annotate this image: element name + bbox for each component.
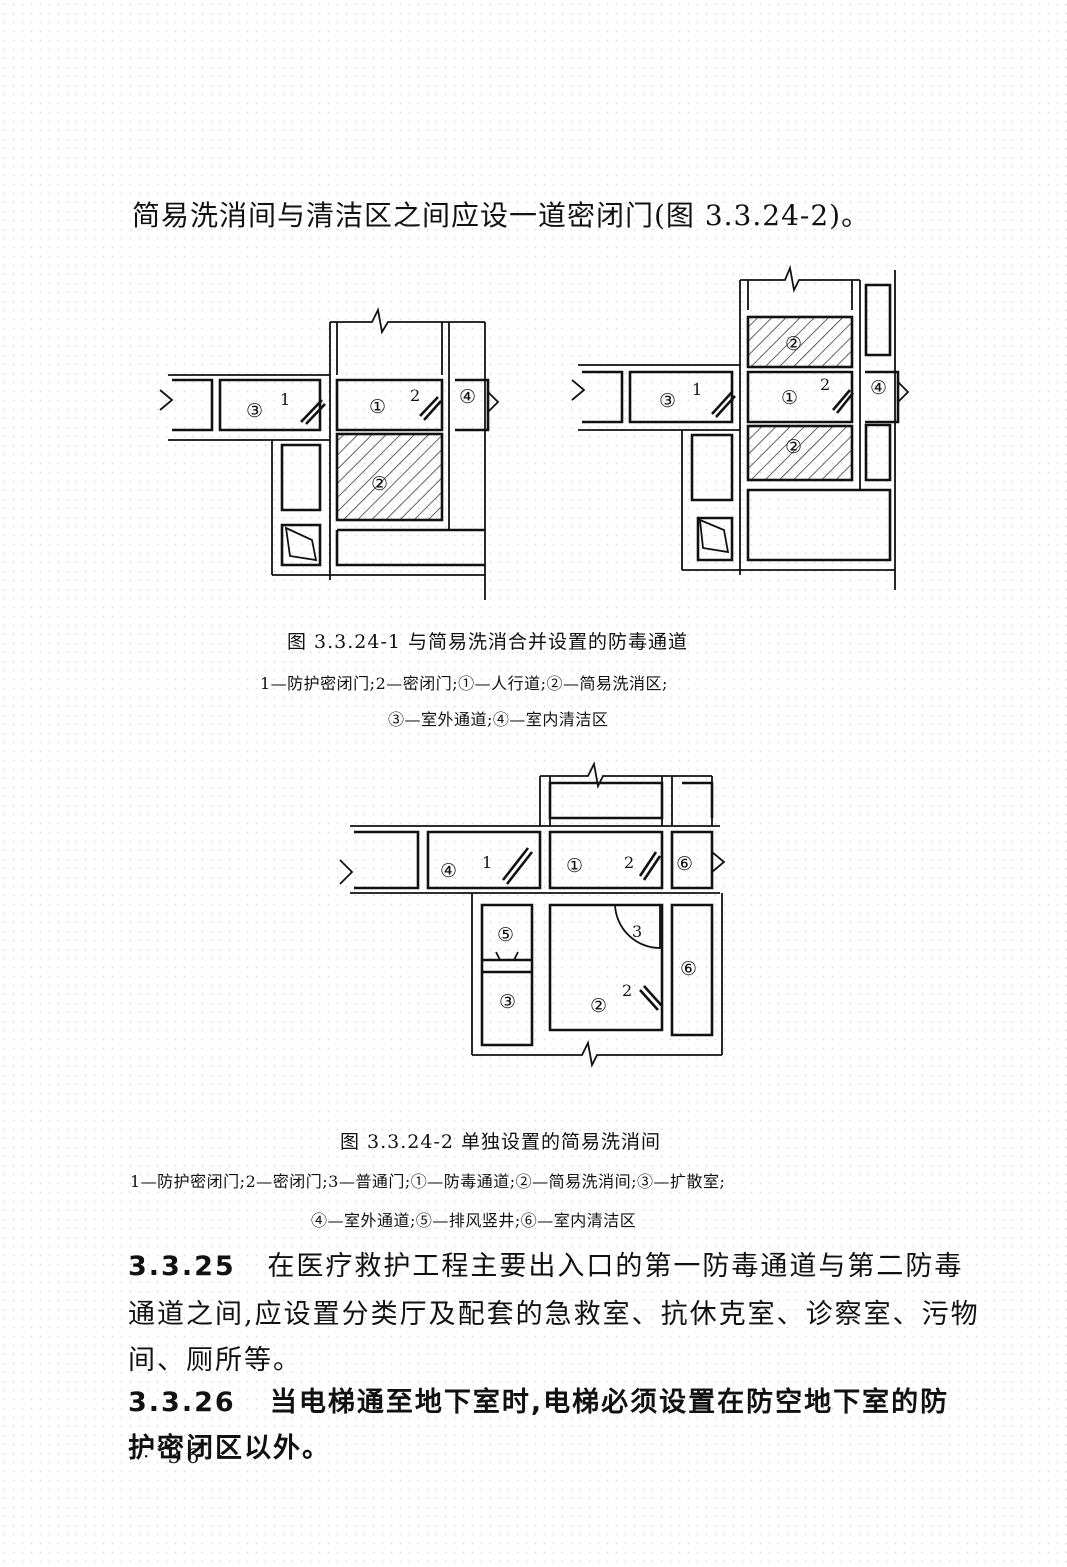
clause-3-3-25-line2: 通道之间,应设置分类厅及配套的急救室、抗休克室、诊察室、污物 <box>128 1299 980 1330</box>
clause-3-3-25-number: 3.3.25 <box>128 1251 236 1282</box>
fig1-right-label-door2: 2 <box>820 375 830 394</box>
fig2-label-4: ④ <box>440 860 457 882</box>
fig2-label-door1: 1 <box>482 853 492 872</box>
page-number: · 36 · <box>143 1444 230 1468</box>
fig1-left-label-door1: 1 <box>280 390 290 409</box>
intro-paragraph: 简易洗消间与清洁区之间应设一道密闭门(图 3.3.24-2)。 <box>132 199 871 232</box>
figure1-legend-line1: 1—防护密闭门;2—密闭门;①—人行道;②—简易洗消区; <box>260 674 668 693</box>
fig2-label-5: ⑤ <box>497 924 514 946</box>
fig1-right-label-3: ③ <box>659 390 676 412</box>
fig2-label-1: ① <box>566 855 583 877</box>
clause-3-3-25-line3: 间、厕所等。 <box>128 1345 302 1376</box>
fig1-left-label-door2: 2 <box>410 386 420 405</box>
clause-3-3-26-line2: 护密闭区以外。 <box>128 1433 331 1464</box>
figure1-legend-line2: ③—室外通道;④—室内清洁区 <box>388 710 609 729</box>
figure-3-3-24-1-diagram: ③ 1 ① 2 ④ ② ③ 1 ① 2 <box>159 264 910 600</box>
fig2-label-door2a: 2 <box>624 853 634 872</box>
fig1-right-label-2a: ② <box>785 333 802 355</box>
figure-3-3-24-2-diagram: ④ 1 ① 2 ⑥ ⑤ 3 ⑥ 2 ② ③ <box>339 761 726 1068</box>
fig2-plan: ④ 1 ① 2 ⑥ ⑤ 3 ⑥ 2 ② ③ <box>339 761 726 1068</box>
fig1-left-label-2: ② <box>371 473 388 495</box>
figure2-legend-line1: 1—防护密闭门;2—密闭门;3—普通门;①—防毒通道;②—简易洗消间;③—扩散室… <box>130 1172 726 1191</box>
fig1-right-label-4: ④ <box>870 377 887 399</box>
fig1-right-plan: ③ 1 ① 2 ④ ② ② <box>571 264 910 590</box>
fig1-left-label-4: ④ <box>459 386 476 408</box>
figure2-legend-line2: ④—室外通道;⑤—排风竖井;⑥—室内清洁区 <box>311 1211 637 1230</box>
fig2-label-door3: 3 <box>632 922 642 941</box>
clause-3-3-25-line1: 3.3.25 在医疗救护工程主要出入口的第一防毒通道与第二防毒 <box>128 1244 963 1283</box>
fig2-label-door2b: 2 <box>622 981 632 1000</box>
fig1-right-label-1: ① <box>781 387 798 409</box>
fig2-label-3: ③ <box>499 991 516 1013</box>
clause-3-3-26-number: 3.3.26 <box>128 1387 236 1418</box>
clause-3-3-25-text1: 在医疗救护工程主要出入口的第一防毒通道与第二防毒 <box>267 1251 964 1282</box>
fig1-left-plan: ③ 1 ① 2 ④ ② <box>159 307 500 600</box>
fig2-label-6a: ⑥ <box>676 853 693 875</box>
figure1-caption: 图 3.3.24-1 与简易洗消合并设置的防毒通道 <box>287 631 689 653</box>
fig1-left-label-3: ③ <box>246 400 263 422</box>
fig2-label-6b: ⑥ <box>680 958 697 980</box>
fig1-left-label-1: ① <box>369 396 386 418</box>
figure2-caption: 图 3.3.24-2 单独设置的简易洗消间 <box>340 1131 662 1153</box>
fig1-right-label-2b: ② <box>785 436 802 458</box>
fig1-right-label-door1: 1 <box>692 380 702 399</box>
clause-3-3-26-text1: 当电梯通至地下室时,电梯必须设置在防空地下室的防 <box>269 1387 950 1418</box>
clause-3-3-26-line1: 3.3.26 当电梯通至地下室时,电梯必须设置在防空地下室的防 <box>128 1380 949 1419</box>
fig2-label-2: ② <box>590 995 607 1017</box>
